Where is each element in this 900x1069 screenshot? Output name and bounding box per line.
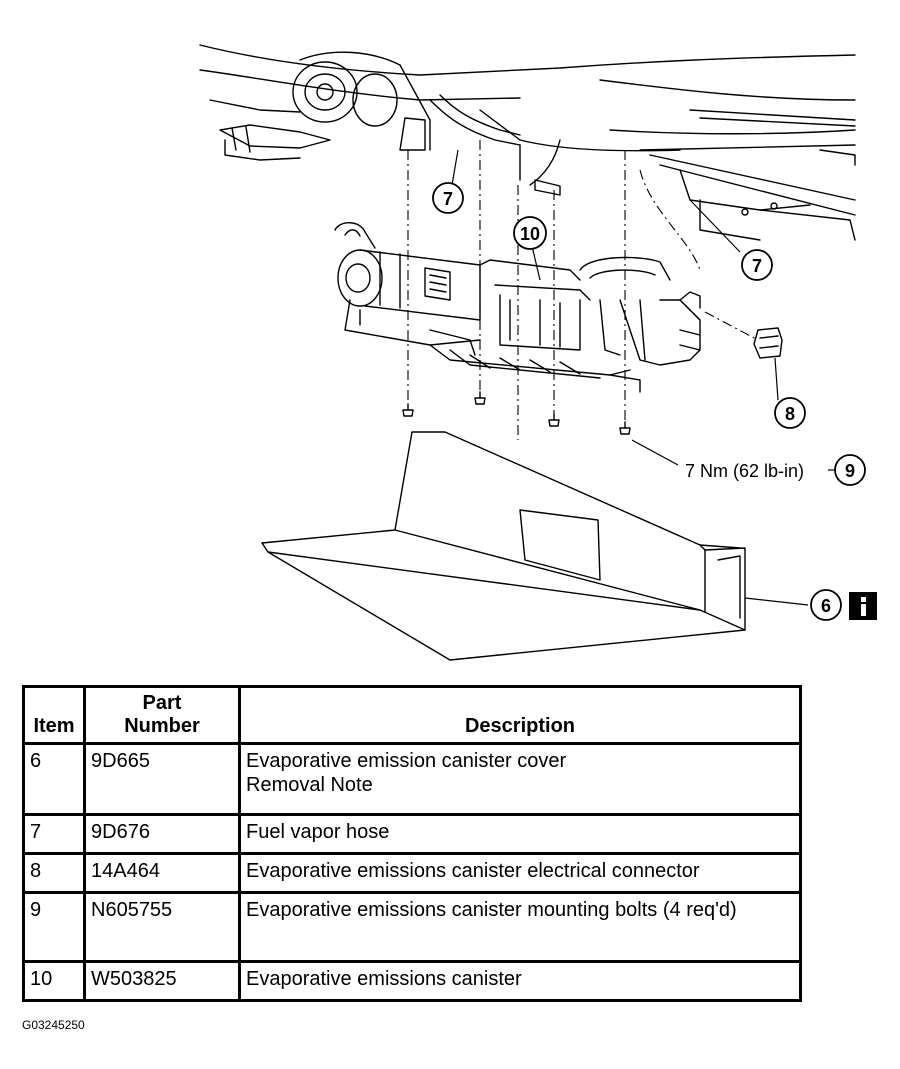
torque-spec-label: 7 Nm (62 lb-in) [685, 461, 804, 481]
cell-description: Fuel vapor hose [238, 813, 802, 855]
cell-item: 7 [22, 813, 86, 855]
svg-text:7: 7 [752, 256, 762, 276]
header-part-number: Part Number [83, 685, 241, 745]
table-row: 7 9D676 Fuel vapor hose [22, 813, 802, 855]
svg-text:7: 7 [443, 189, 453, 209]
cell-description: Evaporative emissions canister [238, 960, 802, 1002]
callout-9: 9 [834, 454, 866, 486]
header-item: Item [22, 685, 86, 745]
exploded-view-diagram: 7 10 7 8 9 6 7 Nm (62 lb-in) [199, 44, 877, 661]
callout-8: 8 [774, 397, 806, 429]
table-row: 10 W503825 Evaporative emissions caniste… [22, 960, 802, 1002]
cell-item: 8 [22, 852, 86, 894]
parts-table: Item Part Number Description 6 9D665 Eva… [22, 685, 802, 1002]
callout-7b: 7 [741, 249, 773, 281]
alignment-lines [407, 140, 759, 440]
canister-cover-part [261, 431, 746, 661]
svg-text:10: 10 [520, 224, 540, 244]
callout-10: 10 [513, 216, 547, 250]
vehicle-underbody [199, 44, 856, 241]
mounting-bolts [402, 391, 631, 435]
svg-text:8: 8 [785, 404, 795, 424]
info-icon[interactable] [849, 592, 877, 620]
cell-description: Evaporative emission canister cover Remo… [238, 742, 802, 816]
table-row: 6 9D665 Evaporative emission canister co… [22, 742, 802, 816]
svg-text:6: 6 [821, 596, 831, 616]
cell-item: 10 [22, 960, 86, 1002]
header-description: Description [238, 685, 802, 745]
cell-part-number: W503825 [83, 960, 241, 1002]
cell-part-number: 9D665 [83, 742, 241, 816]
callout-6: 6 [810, 589, 842, 621]
table-header-row: Item Part Number Description [22, 685, 802, 745]
cell-part-number: 14A464 [83, 852, 241, 894]
figure-id: G03245250 [22, 1018, 85, 1032]
cell-description: Evaporative emissions canister mounting … [238, 891, 802, 963]
leader-lines [451, 149, 834, 606]
cell-item: 9 [22, 891, 86, 963]
electrical-connector-part [753, 327, 783, 359]
callout-7a: 7 [432, 182, 464, 214]
table-row: 8 14A464 Evaporative emissions canister … [22, 852, 802, 894]
cell-item: 6 [22, 742, 86, 816]
cell-part-number: 9D676 [83, 813, 241, 855]
cell-description: Evaporative emissions canister electrica… [238, 852, 802, 894]
table-row: 9 N605755 Evaporative emissions canister… [22, 891, 802, 963]
removal-note-link[interactable]: Removal Note [246, 774, 373, 796]
svg-text:9: 9 [845, 461, 855, 481]
cell-part-number: N605755 [83, 891, 241, 963]
